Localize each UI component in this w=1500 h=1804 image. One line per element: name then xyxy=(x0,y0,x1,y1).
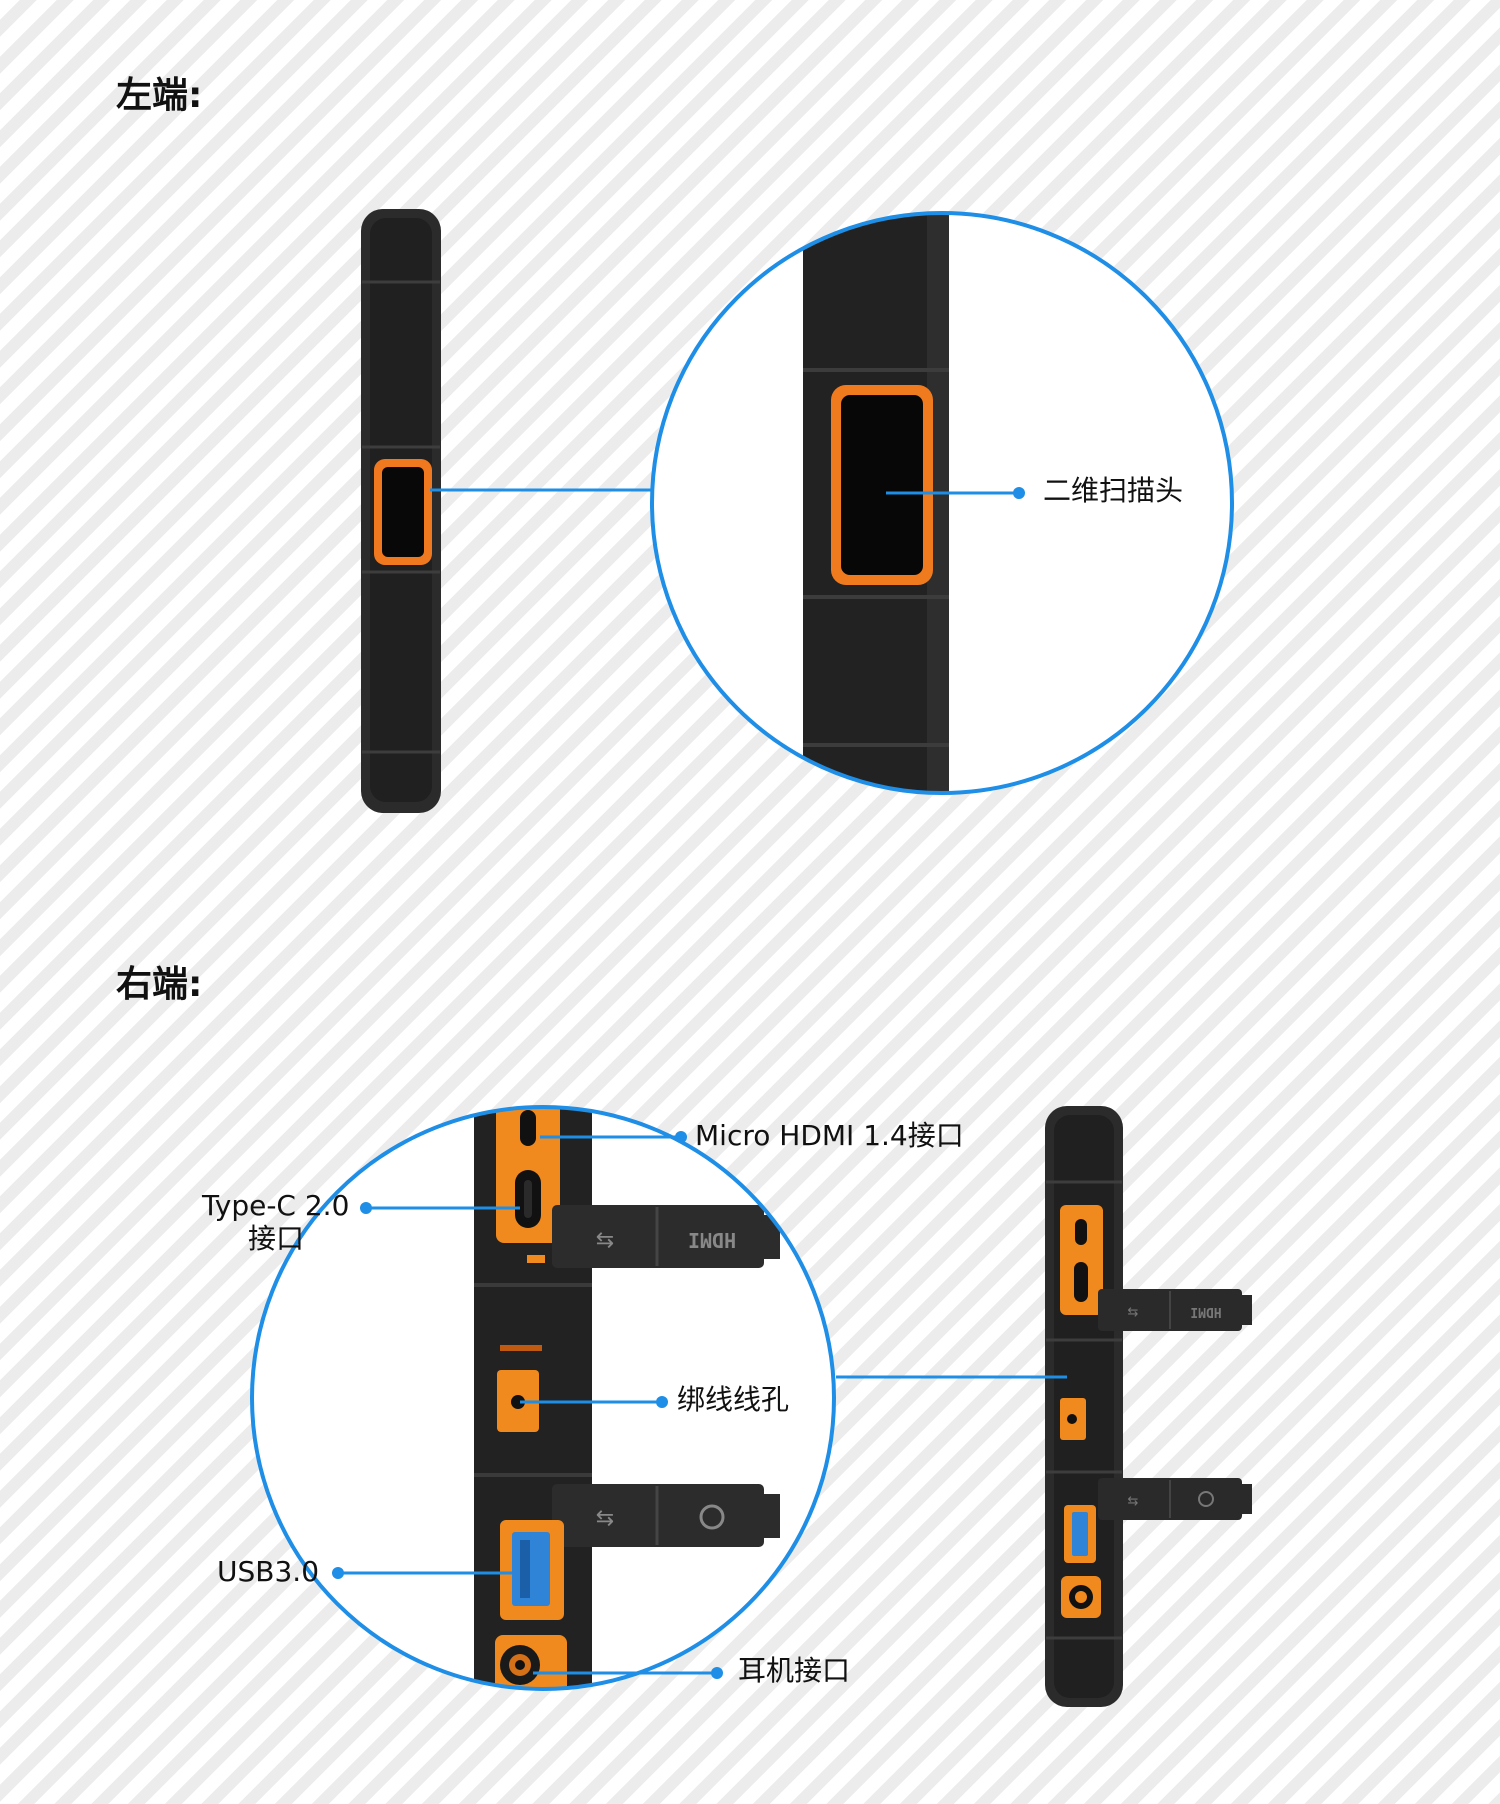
scanner-zoom-circle xyxy=(650,211,1234,795)
left-side-title: 左端: xyxy=(116,75,203,116)
svg-text:⇆: ⇆ xyxy=(596,1228,614,1253)
headphone-label: 耳机接口 xyxy=(738,1654,851,1687)
usb3-label: USB3.0 xyxy=(217,1555,320,1588)
svg-text:⇆: ⇆ xyxy=(596,1506,614,1531)
scanner-label: 二维扫描头 xyxy=(1043,474,1184,507)
svg-text:HDMI: HDMI xyxy=(688,1228,736,1252)
right-side-title: 右端: xyxy=(116,964,203,1005)
micro-hdmi-label: Micro HDMI 1.4接口 xyxy=(695,1119,964,1152)
svg-text:HDMI: HDMI xyxy=(1190,1304,1221,1319)
type-c-label: Type-C 2.0 xyxy=(202,1189,350,1222)
lanyard-hole-label: 绑线线孔 xyxy=(677,1383,790,1416)
scanner-callout-dot xyxy=(1013,487,1025,499)
ports-zoom-circle: ⇆ HDMI ⇆ xyxy=(250,1105,836,1691)
callout-lines xyxy=(332,1131,723,1679)
left-side-device xyxy=(361,209,441,813)
type-c-label-line2: 接口 xyxy=(248,1222,305,1255)
svg-text:⇆: ⇆ xyxy=(1128,1494,1139,1509)
svg-text:⇆: ⇆ xyxy=(1128,1305,1139,1320)
right-side-device: ⇆ HDMI ⇆ xyxy=(1045,1106,1252,1707)
